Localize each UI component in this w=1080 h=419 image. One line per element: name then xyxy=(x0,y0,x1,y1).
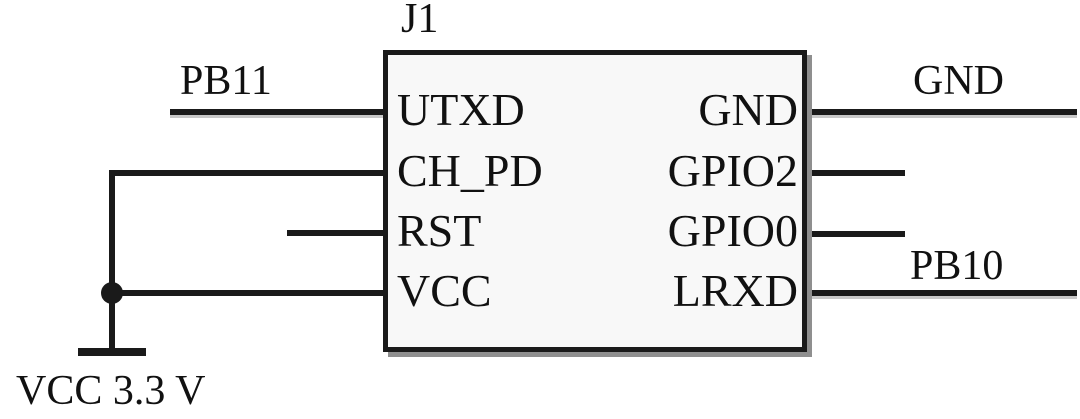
wire-vccrail-to-chpd xyxy=(109,170,386,176)
wire-vccrail-to-vcc xyxy=(111,290,386,296)
wire-vccrail-vertical xyxy=(109,170,115,352)
wire-rst-stub xyxy=(287,230,386,236)
wire-lrxd-to-pb10 xyxy=(804,290,1077,296)
wire-gnd-net xyxy=(804,109,1077,115)
component-designator: J1 xyxy=(401,0,439,42)
wire-gpio0-stub xyxy=(804,231,905,237)
pin-label-vcc: VCC xyxy=(397,265,492,317)
net-label-gnd: GND xyxy=(913,58,1004,104)
junction-dot-icon xyxy=(101,282,123,304)
net-label-vcc-rail: VCC 3.3 V xyxy=(16,368,206,414)
pin-label-gnd: GND xyxy=(698,84,798,136)
net-label-pb11: PB11 xyxy=(180,58,272,104)
wire-pb11-to-utxd xyxy=(170,109,386,115)
pin-label-gpio2: GPIO2 xyxy=(667,145,798,197)
pin-label-rst: RST xyxy=(397,205,482,257)
pin-label-lrxd: LRXD xyxy=(672,265,798,317)
pin-label-gpio0: GPIO0 xyxy=(667,205,798,257)
wire-gpio2-stub xyxy=(804,170,905,176)
pin-label-chpd: CH_PD xyxy=(397,145,543,197)
net-label-pb10: PB10 xyxy=(910,243,1004,289)
power-rail-bar-icon xyxy=(78,348,146,356)
pin-label-utxd: UTXD xyxy=(397,84,525,136)
component-body-j1 xyxy=(383,50,807,352)
